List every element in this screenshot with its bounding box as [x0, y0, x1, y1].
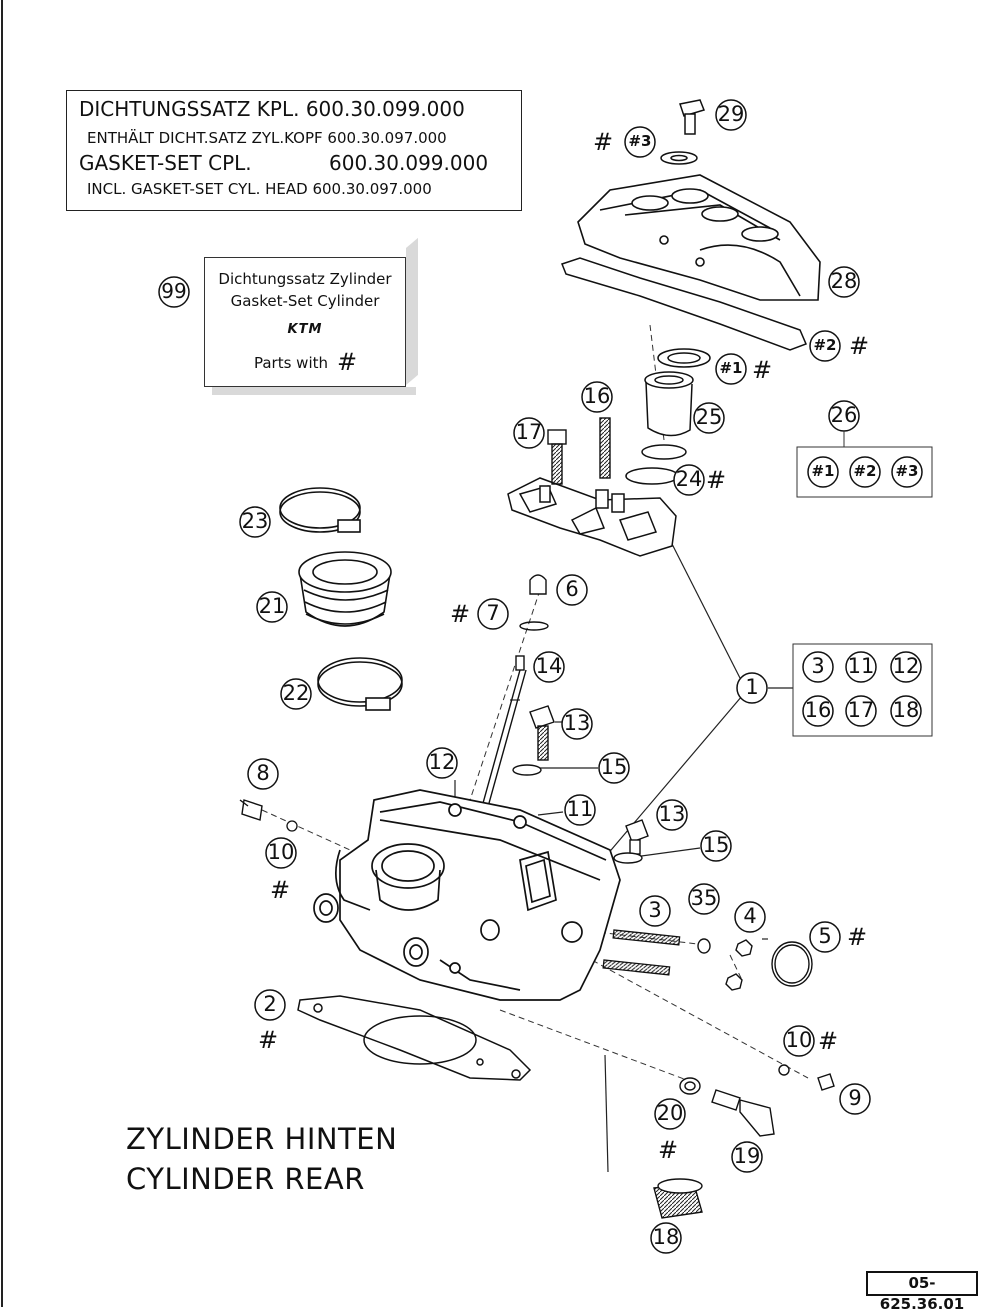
callout-c14: 14: [535, 654, 563, 678]
callout-c29: 29: [717, 102, 745, 126]
callout-c26a: #1: [811, 462, 835, 480]
callout-g12: 12: [892, 654, 920, 678]
callout-c15a: 15: [600, 755, 628, 779]
callout-c9: 9: [848, 1086, 862, 1110]
hash-mark: #: [706, 466, 727, 494]
callout-g17: 17: [847, 698, 875, 722]
callout-c19: 19: [733, 1144, 761, 1168]
head-gasket-2: [297, 995, 532, 1081]
seal-ring-and-sleeve: [625, 348, 711, 485]
sensor-8: [239, 799, 263, 821]
hash-mark: #: [593, 128, 614, 156]
callout-c15b: 15: [702, 833, 730, 857]
ktm-logo: KTM: [287, 322, 323, 337]
callout-c2b: #2: [813, 336, 837, 354]
kit-hash: #: [337, 348, 358, 376]
gasket-set-code-en: 600.30.099.000: [329, 151, 489, 175]
bolt-13-upper: [512, 705, 555, 776]
title-de: ZYLINDER HINTEN: [126, 1122, 398, 1156]
bolt-29: [660, 99, 706, 165]
washer-10-left: [286, 820, 298, 832]
gasket-set-sub-de: ENTHÄLT DICHT.SATZ ZYL.KOPF 600.30.097.0…: [87, 129, 447, 147]
callout-c35: 35: [690, 886, 718, 910]
callout-g18: 18: [892, 698, 920, 722]
gasket-set-line-de: DICHTUNGSSATZ KPL. 600.30.099.000: [79, 97, 465, 121]
kit-line-parts: Parts with: [253, 354, 329, 372]
callout-circles: [158, 99, 923, 1254]
hash-mark: #: [270, 876, 291, 904]
callout-c26b: #2: [853, 462, 877, 480]
kit-box-side: [406, 237, 418, 385]
callout-99: 99: [161, 279, 187, 303]
callout-c16: 16: [583, 384, 611, 408]
lower-parts: [653, 1064, 835, 1219]
bolt-17: [547, 429, 567, 485]
callout-c25: 25: [695, 405, 723, 429]
bolt-13-right: [613, 819, 649, 864]
drawing-number: 05-625.36.01: [866, 1271, 978, 1313]
plug-tube-6-7-14: [469, 574, 549, 851]
callout-g11: 11: [847, 654, 875, 678]
small-parts-35-4-5: [697, 938, 813, 991]
callout-c3b: #3: [628, 132, 652, 150]
callout-c26: 26: [830, 403, 858, 427]
callout-c8: 8: [256, 761, 270, 785]
gasket-set-info-box: DICHTUNGSSATZ KPL. 600.30.099.000 ENTHÄL…: [66, 90, 522, 211]
callout-c21: 21: [258, 594, 286, 618]
callout-g3: 3: [811, 654, 825, 678]
hash-mark: #: [847, 923, 868, 951]
group-box-26: [796, 446, 933, 498]
callout-c1: 1: [745, 675, 759, 699]
callout-c7: 7: [486, 601, 500, 625]
callout-c20: 20: [656, 1101, 684, 1125]
callout-c10b: 10: [785, 1028, 813, 1052]
kit-line-de: Dichtungssatz Zylinder: [218, 270, 392, 288]
title-en: CYLINDER REAR: [126, 1162, 365, 1196]
callout-c2: 2: [263, 992, 277, 1016]
hash-mark: #: [658, 1136, 679, 1164]
hash-mark: #: [849, 332, 870, 360]
callout-c3: 3: [648, 898, 662, 922]
callout-c6: 6: [565, 577, 579, 601]
gasket-set-sub-en: INCL. GASKET-SET CYL. HEAD 600.30.097.00…: [87, 180, 432, 198]
callout-c24: 24: [675, 467, 703, 491]
hash-mark: #: [450, 600, 471, 628]
callout-g16: 16: [804, 698, 832, 722]
callout-c23: 23: [241, 509, 269, 533]
studs-3: [602, 929, 681, 976]
callout-c12: 12: [428, 750, 456, 774]
callout-c13a: 13: [563, 711, 591, 735]
kit-box-bottom: [212, 387, 416, 395]
bolt-16: [599, 417, 611, 479]
clamp-23: [279, 487, 361, 533]
cover-gasket: [561, 257, 807, 351]
callout-c5: 5: [818, 924, 832, 948]
hash-mark: #: [752, 356, 773, 384]
hash-mark: #: [818, 1027, 839, 1055]
clamp-22: [317, 657, 403, 711]
callout-c13b: 13: [658, 802, 686, 826]
callout-c28: 28: [830, 269, 858, 293]
callout-c17: 17: [515, 420, 543, 444]
valve-cover: [577, 174, 821, 301]
bearing-bridge: [507, 477, 677, 557]
gasket-set-name-en: GASKET-SET CPL.: [79, 151, 252, 175]
callout-c10a: 10: [267, 840, 295, 864]
callout-c22: 22: [282, 681, 310, 705]
group-box-1: [792, 643, 933, 737]
callout-c18: 18: [652, 1225, 680, 1249]
kit-line-en: Gasket-Set Cylinder: [230, 292, 380, 310]
cylinder-gasket-kit-box: Dichtungssatz Zylinder Gasket-Set Cylind…: [204, 257, 406, 387]
intake-rubber-21: [298, 551, 392, 627]
callout-c11: 11: [566, 797, 594, 821]
callout-c26c: #3: [895, 462, 919, 480]
callout-c1b: #1: [719, 359, 743, 377]
hash-mark: #: [258, 1026, 279, 1054]
callout-c4: 4: [743, 904, 757, 928]
cylinder-head: [313, 789, 621, 1001]
